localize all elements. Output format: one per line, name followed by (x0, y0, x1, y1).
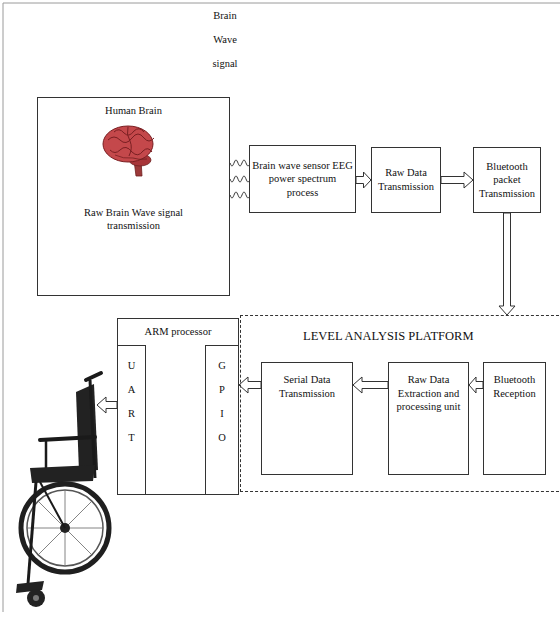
box-label: Human Brain (105, 104, 162, 118)
box-label: Raw Data Transmission (374, 166, 438, 193)
platform-group: LEVEL ANALYSIS PLATFORM Serial Data Trans… (240, 315, 560, 492)
process-box: Raw Data Transmission (371, 147, 441, 213)
process-box: Bluetooth Reception (483, 362, 546, 475)
flow-arrow (469, 377, 483, 393)
flow-arrow (239, 377, 261, 393)
box-label: Serial Data Transmission (264, 373, 350, 400)
port-column: G P I O (205, 345, 239, 495)
brain-picture (103, 126, 154, 176)
brain-wave (230, 160, 249, 198)
flow-arrow (441, 172, 473, 188)
figure-frame (3, 3, 560, 612)
signal-label: Brain Wave signal (205, 4, 245, 76)
box-label: G P I O (217, 354, 228, 450)
box-label: Bluetooth Reception (486, 373, 543, 400)
processor-box: ARM processor U A R T G P I O (117, 318, 239, 495)
port-column: U A R T (117, 345, 146, 495)
box-body: Raw Brain Wave signal transmission (74, 206, 194, 233)
wheelchair-picture (16, 373, 109, 607)
box-label: Brain wave sensor EEG power spectrum pro… (252, 159, 353, 200)
flow-arrow (499, 213, 515, 315)
source-box: Human BrainRaw Brain Wave signal transmi… (37, 97, 230, 296)
box-label: Raw Data Extraction and processing unit (391, 373, 466, 414)
box-label: U A R T (126, 354, 137, 450)
flow-arrow (353, 377, 388, 393)
process-box: Serial Data Transmission (261, 362, 353, 475)
group-title: LEVEL ANALYSIS PLATFORM (303, 328, 474, 344)
box-label: Bluetooth packet Transmission (476, 160, 538, 201)
process-box: Raw Data Extraction and processing unit (388, 362, 469, 475)
box-label: ARM processor (145, 325, 212, 339)
process-box: Bluetooth packet Transmission (473, 147, 541, 213)
process-box: Brain wave sensor EEG power spectrum pro… (249, 145, 356, 213)
output-arrow (97, 397, 117, 413)
flow-arrow (356, 172, 371, 188)
